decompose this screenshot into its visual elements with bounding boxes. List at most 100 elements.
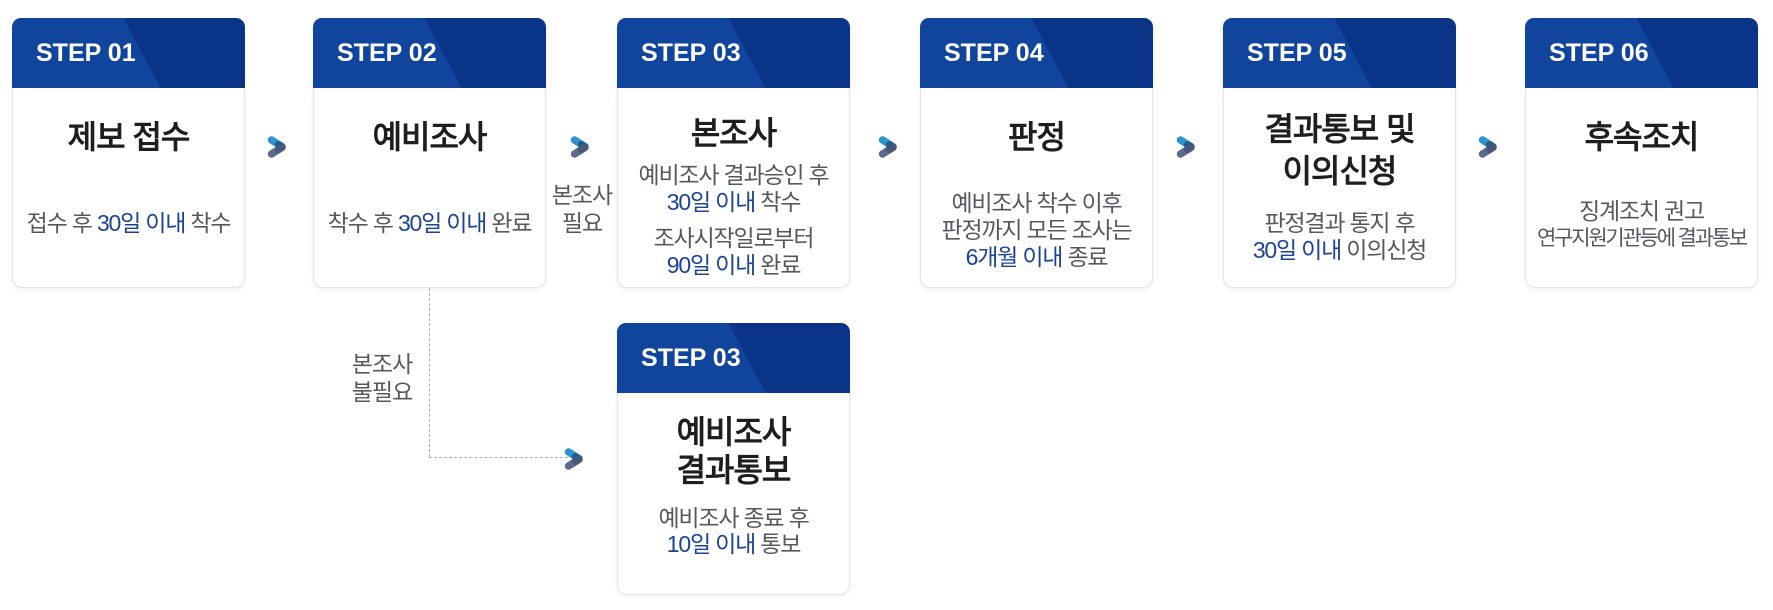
step-04-header: STEP 04 xyxy=(920,18,1153,88)
desc-segment-highlight: 30일 이내 xyxy=(96,210,186,236)
text-line: 예비조사 xyxy=(372,119,488,155)
desc-line: 30일 이내 착수 xyxy=(618,189,849,216)
step-05-header: STEP 05 xyxy=(1223,18,1456,88)
step-03-branch-label: STEP 03 xyxy=(641,343,741,372)
desc-line: 접수 후 30일 이내 착수 xyxy=(13,210,244,237)
text-line: 본조사 xyxy=(351,351,413,377)
desc-segment-highlight: 6개월 이내 xyxy=(965,244,1064,270)
desc-segment: 착수 후 xyxy=(327,210,398,236)
desc-line: 착수 후 30일 이내 완료 xyxy=(314,210,545,237)
text-line: 본조사 xyxy=(551,182,613,208)
text-line: 판정 xyxy=(1008,119,1066,155)
step-03-header: STEP 03 xyxy=(617,18,850,88)
desc-segment-highlight: 30일 이내 xyxy=(397,210,487,236)
text-line: 결과통보 xyxy=(676,452,792,488)
desc-segment: 통보 xyxy=(755,531,801,557)
step-02-header: STEP 02 xyxy=(313,18,546,88)
step-01-label: STEP 01 xyxy=(36,38,136,67)
step-03-label: STEP 03 xyxy=(641,38,741,67)
flow-arrow-icon xyxy=(1478,136,1497,158)
text-line: 본조사 xyxy=(690,115,777,151)
desc-line: 10일 이내 통보 xyxy=(618,531,849,557)
desc-segment: 판정까지 모든 조사는 xyxy=(941,217,1132,243)
desc-segment: 판정결과 통지 후 xyxy=(1264,210,1415,236)
desc-segment: 예비조사 결과승인 후 xyxy=(638,162,829,188)
step-01-description: 접수 후 30일 이내 착수 xyxy=(13,210,244,237)
desc-segment: 착수 xyxy=(185,210,231,236)
step-card-02: STEP 02 예비조사 착수 후 30일 이내 완료 xyxy=(313,18,546,288)
desc-line: 조사시작일로부터 xyxy=(618,225,849,252)
desc-segment-highlight: 90일 이내 xyxy=(666,252,756,278)
flow-arrow-icon xyxy=(878,136,897,158)
step-02-title: 예비조사 xyxy=(314,116,545,158)
text-line: 후속조치 xyxy=(1584,119,1700,155)
desc-segment: 이의신청 xyxy=(1341,237,1427,263)
desc-segment: 징계조치 권고 xyxy=(1579,198,1705,224)
step-01-body: 제보 접수 접수 후 30일 이내 착수 xyxy=(13,88,244,286)
desc-line: 판정결과 통지 후 xyxy=(1224,210,1455,237)
flow-arrow-icon xyxy=(1176,136,1195,158)
step-04-title: 판정 xyxy=(921,116,1152,158)
desc-line: 판정까지 모든 조사는 xyxy=(921,217,1152,244)
step-02-description: 착수 후 30일 이내 완료 xyxy=(314,210,545,237)
text-line: 필요 xyxy=(561,210,603,236)
desc-segment-highlight: 30일 이내 xyxy=(1252,237,1342,263)
desc-line: 연구지원기관등에 결과통보 xyxy=(1526,225,1757,252)
desc-line: 예비조사 종료 후 xyxy=(618,505,849,531)
step-card-01: STEP 01 제보 접수 접수 후 30일 이내 착수 xyxy=(12,18,245,288)
step-06-label: STEP 06 xyxy=(1549,38,1649,67)
branch-connector-vertical xyxy=(429,288,430,457)
desc-line: 징계조치 권고 xyxy=(1526,198,1757,225)
desc-line: 30일 이내 이의신청 xyxy=(1224,237,1455,264)
desc-segment: 연구지원기관등에 결과통보 xyxy=(1536,227,1748,250)
desc-line: 예비조사 결과승인 후 xyxy=(618,162,849,189)
step-02-body: 예비조사 착수 후 30일 이내 완료 xyxy=(314,88,545,286)
step-03-title: 본조사 xyxy=(618,112,849,154)
desc-segment: 접수 후 xyxy=(26,210,97,236)
text-line: 이의신청 xyxy=(1282,153,1398,189)
desc-segment-highlight: 30일 이내 xyxy=(666,189,756,215)
flow-arrow-icon xyxy=(570,136,589,158)
text-line: 불필요 xyxy=(351,379,413,405)
desc-line: 6개월 이내 종료 xyxy=(921,244,1152,271)
desc-segment: 예비조사 착수 이후 xyxy=(951,190,1122,216)
branch-arrow-icon xyxy=(564,448,583,470)
text-line: 예비조사 xyxy=(676,414,792,450)
text-line: 결과통보 및 xyxy=(1264,111,1415,147)
desc-segment-highlight: 10일 이내 xyxy=(666,531,756,557)
branch-connector-horizontal xyxy=(429,457,568,458)
step-03-branch-header: STEP 03 xyxy=(617,323,850,393)
step-01-header: STEP 01 xyxy=(12,18,245,88)
desc-segment: 완료 xyxy=(486,210,532,236)
desc-line: 90일 이내 완료 xyxy=(618,252,849,279)
step-01-title: 제보 접수 xyxy=(13,116,244,158)
step-06-title: 후속조치 xyxy=(1526,116,1757,158)
step-02-label: STEP 02 xyxy=(337,38,437,67)
desc-line: 예비조사 착수 이후 xyxy=(921,190,1152,217)
step-04-label: STEP 04 xyxy=(944,38,1044,67)
desc-segment: 종료 xyxy=(1062,244,1108,270)
step-05-label: STEP 05 xyxy=(1247,38,1347,67)
desc-segment: 조사시작일로부터 xyxy=(653,225,815,251)
desc-segment: 완료 xyxy=(755,252,801,278)
desc-segment: 착수 xyxy=(755,189,801,215)
